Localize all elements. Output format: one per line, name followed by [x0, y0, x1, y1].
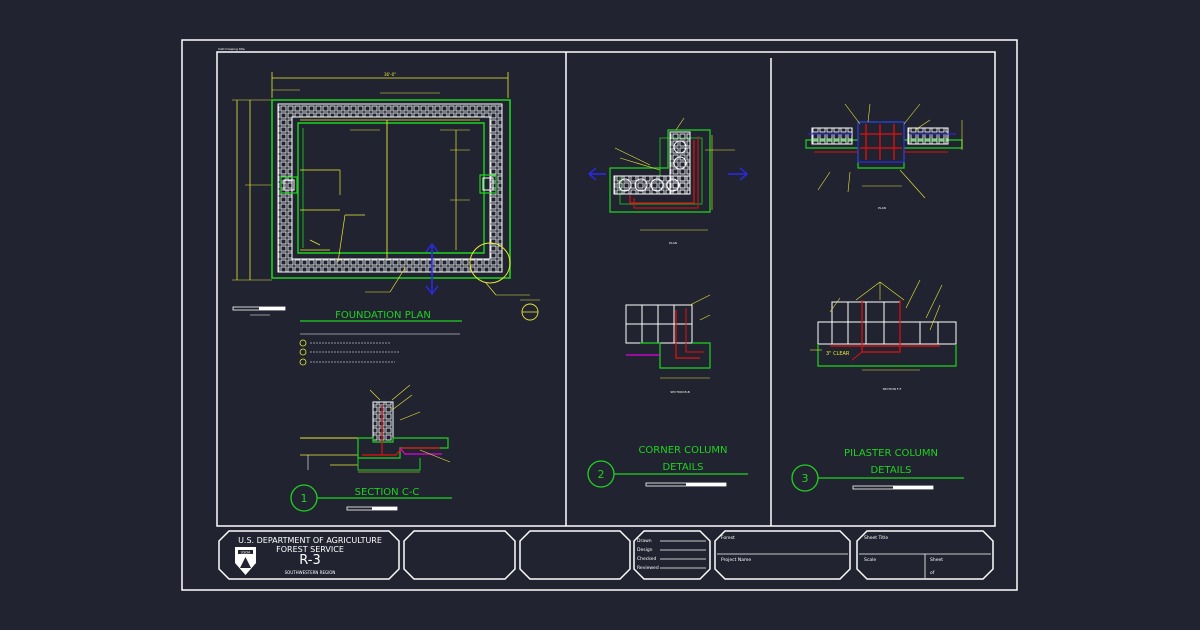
title-block: U.S. DEPARTMENT OF AGRICULTURE FOREST SE…	[218, 530, 994, 580]
pilaster-column-title-line2: DETAILS	[870, 465, 911, 476]
sheet-title-label: Sheet Title	[864, 535, 888, 541]
corner-column-section-label: SECTION B-B	[670, 390, 689, 394]
corner-column-number: 2	[598, 468, 605, 481]
agency-panel	[218, 530, 400, 580]
section-cc-title: SECTION C-C	[355, 487, 420, 498]
title-block-panel-3	[519, 530, 631, 580]
pilaster-column-number: 3	[802, 472, 809, 485]
corner-column-plan-label: PLAN	[669, 241, 677, 245]
agency-line-1: U.S. DEPARTMENT OF AGRICULTURE	[238, 536, 382, 545]
agency-line-2: FOREST SERVICE	[276, 545, 344, 554]
overall-width-dimension: 36'-0"	[384, 72, 396, 77]
region-code: R-3	[299, 553, 320, 568]
scale-label: Scale	[864, 557, 876, 563]
corner-column-title-line2: DETAILS	[662, 462, 703, 473]
foundation-plan-title: FOUNDATION PLAN	[335, 310, 431, 321]
sheet-of-label: of	[930, 570, 935, 576]
logo-text: USDA	[241, 551, 251, 555]
project-name-label: Project Name	[721, 557, 751, 563]
section-cc-number: 1	[301, 492, 308, 505]
project-panel	[714, 530, 851, 580]
pilaster-column-plan-label: PLAN	[878, 206, 886, 210]
sheet-title-panel	[856, 530, 994, 580]
title-block-panel-2	[403, 530, 516, 580]
design-label: Design	[637, 547, 653, 553]
forest-service-logo: USDA	[235, 547, 256, 575]
checked-label: Checked	[637, 556, 656, 562]
outer-frame	[181, 39, 1018, 591]
forest-label: Forest	[721, 535, 735, 541]
inner-frame	[216, 51, 996, 527]
corner-column-title-line1: CORNER COLUMN	[638, 445, 727, 456]
region-name: SOUTHWESTERN REGION	[285, 570, 336, 575]
pilaster-column-section-label: SECTION F-F	[883, 387, 902, 391]
reviewed-label: Reviewed	[637, 565, 659, 571]
pilaster-clear-label: 3" CLEAR	[826, 351, 850, 357]
sheet-tag: CAD Drawing title	[218, 47, 245, 51]
pilaster-column-detail: PLAN 3" CLEAR SECTION F-F PILASTER COLUM…	[791, 103, 964, 492]
pilaster-column-title-line1: PILASTER COLUMN	[844, 448, 938, 459]
section-cc-detail: 1 SECTION C-C	[290, 384, 452, 512]
sheet-label: Sheet	[930, 557, 943, 563]
corner-column-detail: PLAN SECTION B-B CORNER COLUMN DETAILS 2	[587, 117, 748, 488]
foundation-plan-detail: 36'-0"	[232, 72, 540, 366]
drawn-label: Drawn	[637, 538, 652, 544]
drawn-by-panel	[633, 530, 711, 580]
